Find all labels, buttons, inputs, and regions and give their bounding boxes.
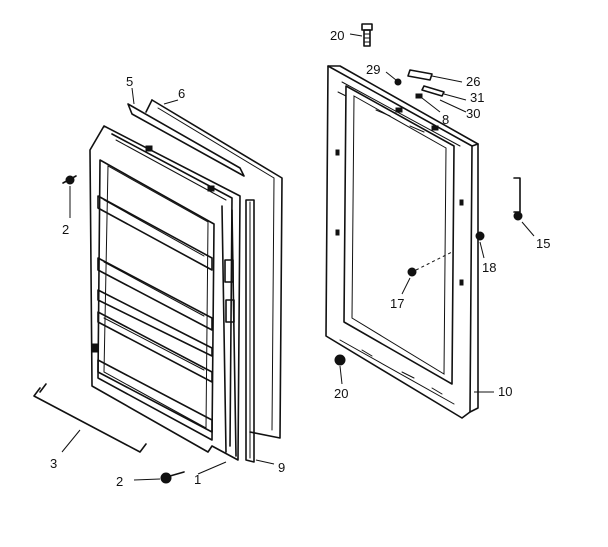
liner-shelf-mid bbox=[97, 257, 213, 331]
screw-frame-bottom bbox=[334, 354, 346, 385]
screw-frame-side bbox=[401, 251, 453, 295]
callout-20-top: 20 bbox=[330, 28, 344, 43]
callout-6: 6 bbox=[178, 86, 185, 101]
callout-2-top: 2 bbox=[62, 222, 69, 237]
plug-button bbox=[475, 231, 485, 259]
callout-18: 18 bbox=[482, 260, 496, 275]
callout-5: 5 bbox=[126, 74, 133, 89]
hinge-bracket bbox=[407, 69, 463, 83]
callout-8: 8 bbox=[442, 112, 449, 127]
door-frame bbox=[325, 65, 479, 419]
callout-29: 29 bbox=[366, 62, 380, 77]
callout-1: 1 bbox=[194, 472, 201, 487]
callout-9: 9 bbox=[278, 460, 285, 475]
door-trim-strip bbox=[245, 199, 255, 463]
washer bbox=[421, 85, 467, 101]
door-liner-assembly bbox=[89, 99, 283, 463]
callout-labels: 20 29 26 31 30 8 5 6 2 2 3 1 9 15 18 17 … bbox=[50, 28, 550, 489]
callout-26: 26 bbox=[466, 74, 480, 89]
hinge-pin bbox=[385, 71, 402, 86]
callout-3: 3 bbox=[50, 456, 57, 471]
shim bbox=[415, 93, 441, 113]
callout-17: 17 bbox=[390, 296, 404, 311]
callout-2-bottom: 2 bbox=[116, 474, 123, 489]
breaker-strip bbox=[127, 103, 245, 177]
screw-bottom-left bbox=[133, 471, 185, 484]
handle-bracket bbox=[513, 177, 535, 237]
callout-15: 15 bbox=[536, 236, 550, 251]
callout-20-bottom: 20 bbox=[334, 386, 348, 401]
door-liner-outline bbox=[89, 125, 241, 461]
liner-shelf-upper bbox=[97, 195, 213, 271]
screw-top bbox=[361, 23, 373, 47]
liner-shelf-lower bbox=[97, 311, 213, 383]
callout-31: 31 bbox=[470, 90, 484, 105]
callout-30: 30 bbox=[466, 106, 480, 121]
callout-10: 10 bbox=[498, 384, 512, 399]
screw-top-left bbox=[62, 175, 77, 218]
bushing bbox=[439, 99, 467, 113]
door-handle bbox=[33, 383, 147, 453]
door-gasket-panel bbox=[151, 99, 283, 439]
